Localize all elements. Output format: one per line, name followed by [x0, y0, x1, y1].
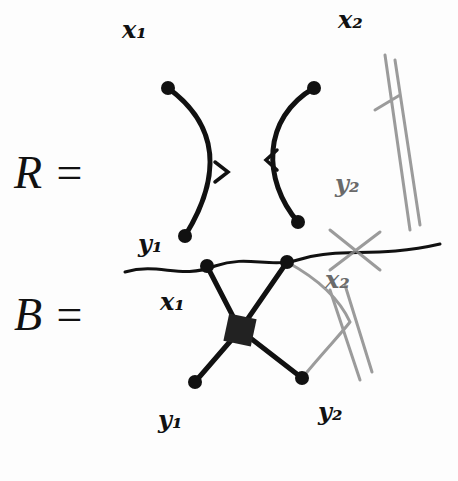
- point-label: x₁: [160, 290, 185, 314]
- junction-square: [223, 313, 256, 346]
- wire: [195, 262, 302, 382]
- arrow-mark: [215, 162, 228, 182]
- point-label: y₁: [138, 232, 162, 256]
- point-label: x₁: [122, 18, 147, 42]
- arc: [273, 88, 314, 222]
- dot: [161, 81, 175, 95]
- dot: [178, 229, 192, 243]
- point-label: y₂: [335, 172, 359, 196]
- dot: [188, 375, 202, 389]
- dot: [295, 371, 309, 385]
- point-label: y₁: [158, 408, 182, 432]
- arrow-mark: [266, 150, 277, 170]
- point-label: x₂: [325, 268, 350, 292]
- dot: [280, 255, 294, 269]
- strike: [330, 285, 372, 380]
- arc: [168, 88, 210, 236]
- dot: [291, 215, 305, 229]
- equation-label: B =: [14, 292, 85, 338]
- point-label: y₂: [318, 400, 342, 424]
- equation-label: R =: [14, 150, 85, 196]
- dot: [200, 259, 214, 273]
- dot: [307, 81, 321, 95]
- strike: [330, 230, 380, 270]
- point-label: x₂: [338, 8, 363, 32]
- strike: [375, 55, 420, 230]
